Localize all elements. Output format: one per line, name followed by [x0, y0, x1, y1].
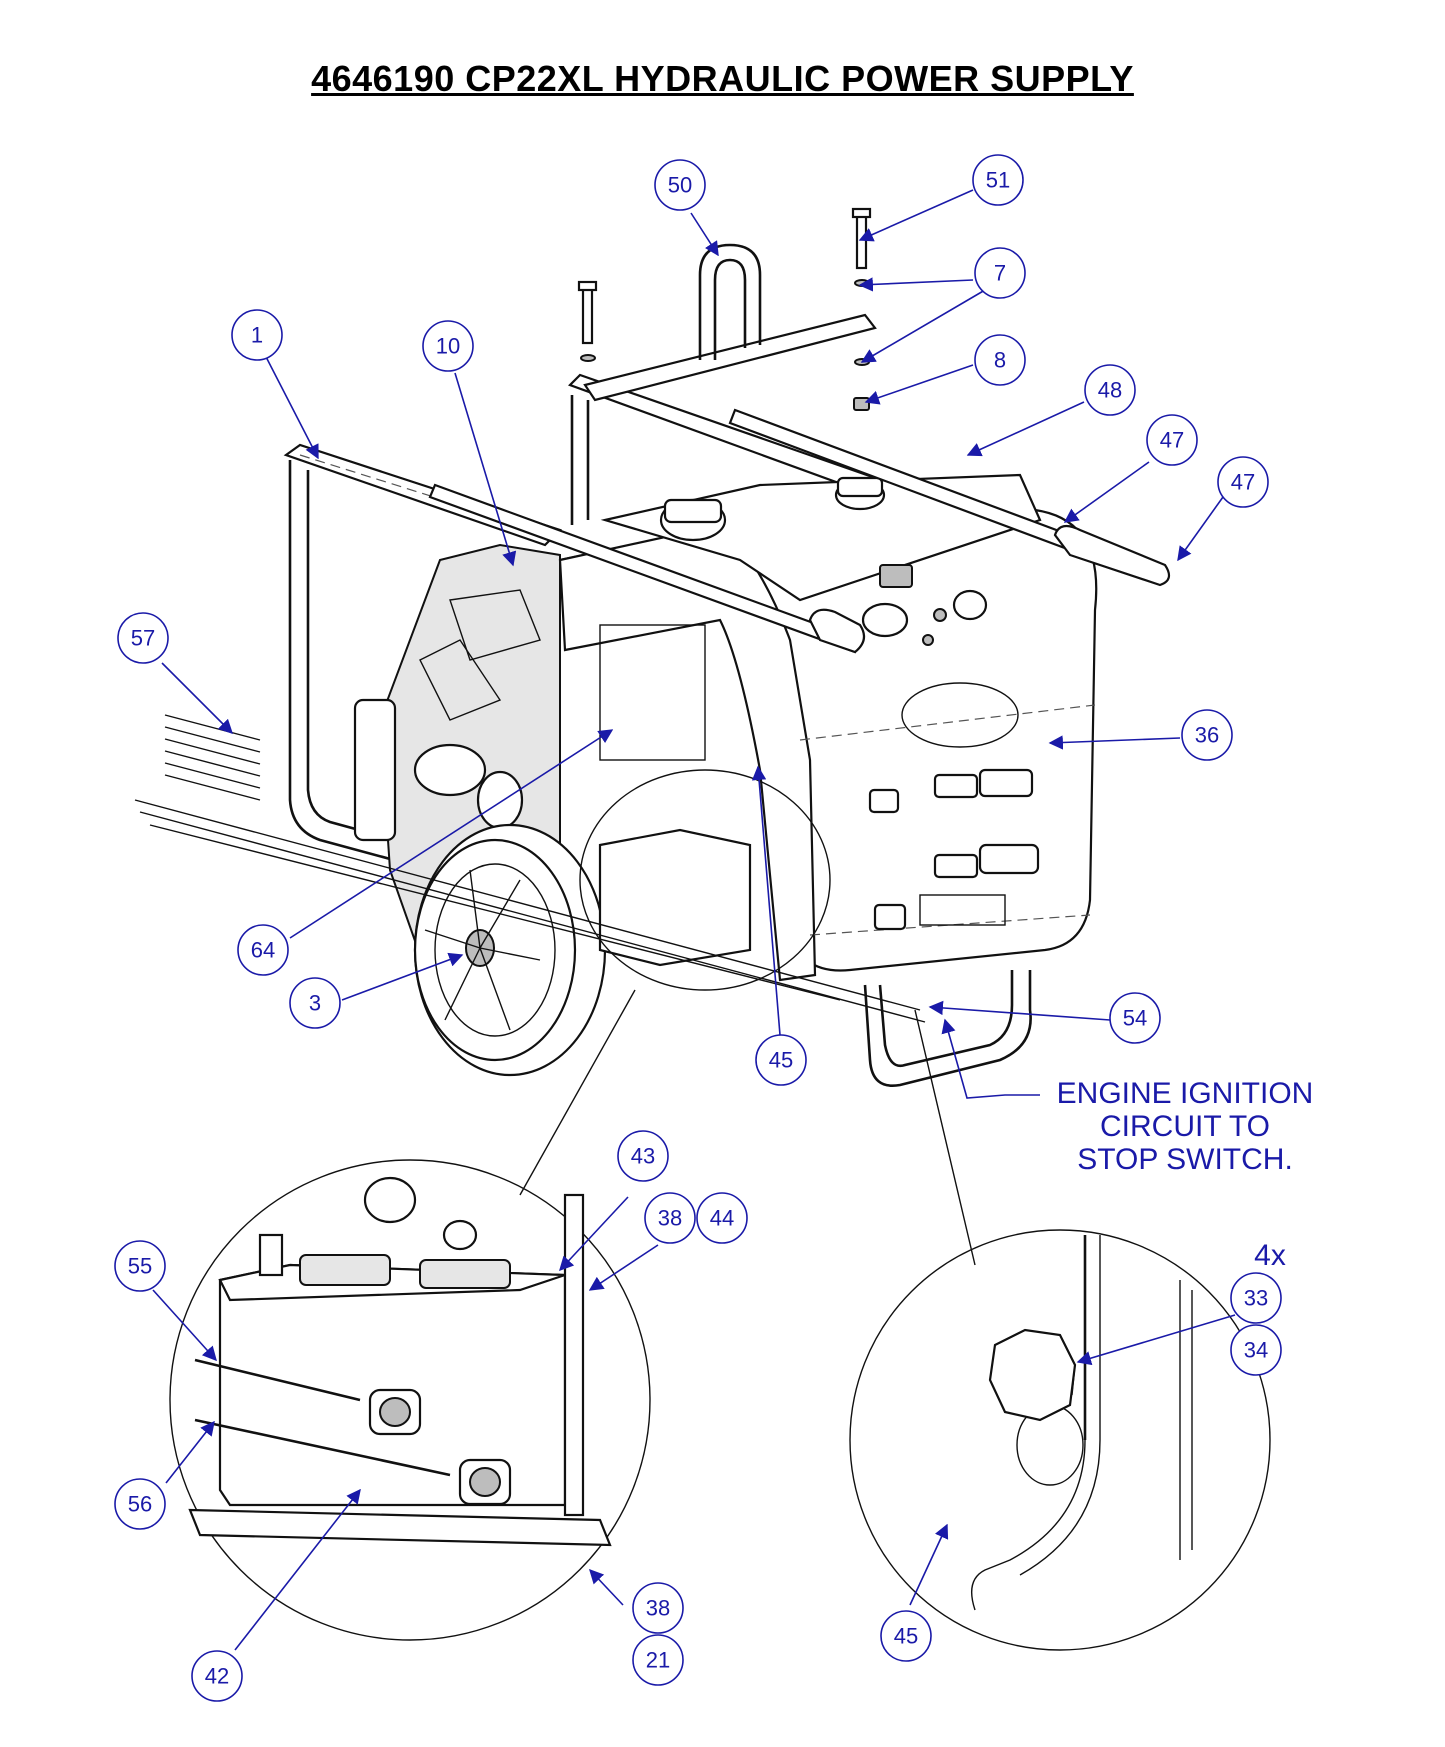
callout-label: 33: [1244, 1286, 1268, 1311]
callout-label: 21: [646, 1648, 670, 1673]
callout-bubble[interactable]: 43: [617, 1130, 669, 1182]
callout-bubble[interactable]: 56: [114, 1478, 166, 1530]
note-line-3: STOP SWITCH.: [1077, 1143, 1293, 1176]
callout-bubble[interactable]: 44: [696, 1192, 748, 1244]
callout-bubble[interactable]: 47: [1146, 414, 1198, 466]
callout-bubble[interactable]: 45: [755, 1034, 807, 1086]
callout-label: 64: [251, 938, 275, 963]
callout-bubble[interactable]: 64: [237, 924, 289, 976]
callout-label: 45: [894, 1624, 918, 1649]
callout-bubble[interactable]: 48: [1084, 364, 1136, 416]
callout-bubble[interactable]: 45: [880, 1610, 932, 1662]
callout-label: 45: [769, 1048, 793, 1073]
note-line-2: CIRCUIT TO: [1100, 1110, 1270, 1143]
callout-bubble[interactable]: 57: [117, 612, 169, 664]
callout-label: 42: [205, 1664, 229, 1689]
callout-bubble[interactable]: 42: [191, 1650, 243, 1702]
callout-label: 10: [436, 334, 460, 359]
callout-label: 38: [658, 1206, 682, 1231]
callout-bubble[interactable]: 54: [1109, 992, 1161, 1044]
leader-lines: [152, 189, 1236, 1651]
callout-label: 3: [309, 991, 321, 1016]
callout-bubble[interactable]: 1: [231, 309, 283, 361]
callout-label: 38: [646, 1596, 670, 1621]
quantity-label: 4x: [1254, 1239, 1286, 1272]
callout-label: 1: [251, 323, 263, 348]
callout-bubble[interactable]: 34: [1230, 1324, 1282, 1376]
callout-label: 7: [994, 261, 1006, 286]
callout-bubble[interactable]: 33: [1230, 1272, 1282, 1324]
callout-label: 44: [710, 1206, 734, 1231]
page-title: 4646190 CP22XL HYDRAULIC POWER SUPPLY: [311, 58, 1134, 99]
callout-label: 36: [1195, 723, 1219, 748]
callout-bubble[interactable]: 38: [644, 1192, 696, 1244]
callout-label: 43: [631, 1144, 655, 1169]
note-line-1: ENGINE IGNITION: [1057, 1077, 1314, 1110]
callout-label: 8: [994, 348, 1006, 373]
callout-label: 50: [668, 173, 692, 198]
callout-bubble[interactable]: 8: [974, 334, 1026, 386]
callout-bubble[interactable]: 3: [289, 977, 341, 1029]
callout-label: 57: [131, 626, 155, 651]
callout-bubble[interactable]: 47: [1217, 456, 1269, 508]
callout-label: 47: [1160, 428, 1184, 453]
detail-battery-view: [169, 1159, 651, 1641]
callout-bubble[interactable]: 55: [114, 1240, 166, 1292]
callout-label: 54: [1123, 1006, 1147, 1031]
coupler-fittings: [868, 768, 1040, 931]
cable-ties: [164, 714, 261, 801]
callout-bubble[interactable]: 21: [632, 1634, 684, 1686]
callout-label: 34: [1244, 1338, 1268, 1363]
callout-label: 56: [128, 1492, 152, 1517]
callout-bubble[interactable]: 38: [632, 1582, 684, 1634]
callout-label: 47: [1231, 470, 1255, 495]
callout-bubble[interactable]: 50: [654, 159, 706, 211]
main-assembly-drawing: [134, 207, 1171, 1088]
callout-bubble[interactable]: 10: [422, 320, 474, 372]
ignition-note: ENGINE IGNITION CIRCUIT TO STOP SWITCH.: [1057, 1077, 1314, 1176]
callout-bubble[interactable]: 51: [972, 154, 1024, 206]
detail-plug-view: [849, 1229, 1271, 1651]
callout-bubble[interactable]: 36: [1181, 709, 1233, 761]
callout-bubble[interactable]: 7: [974, 247, 1026, 299]
callout-label: 55: [128, 1254, 152, 1279]
callout-label: 51: [986, 168, 1010, 193]
callout-label: 48: [1098, 378, 1122, 403]
